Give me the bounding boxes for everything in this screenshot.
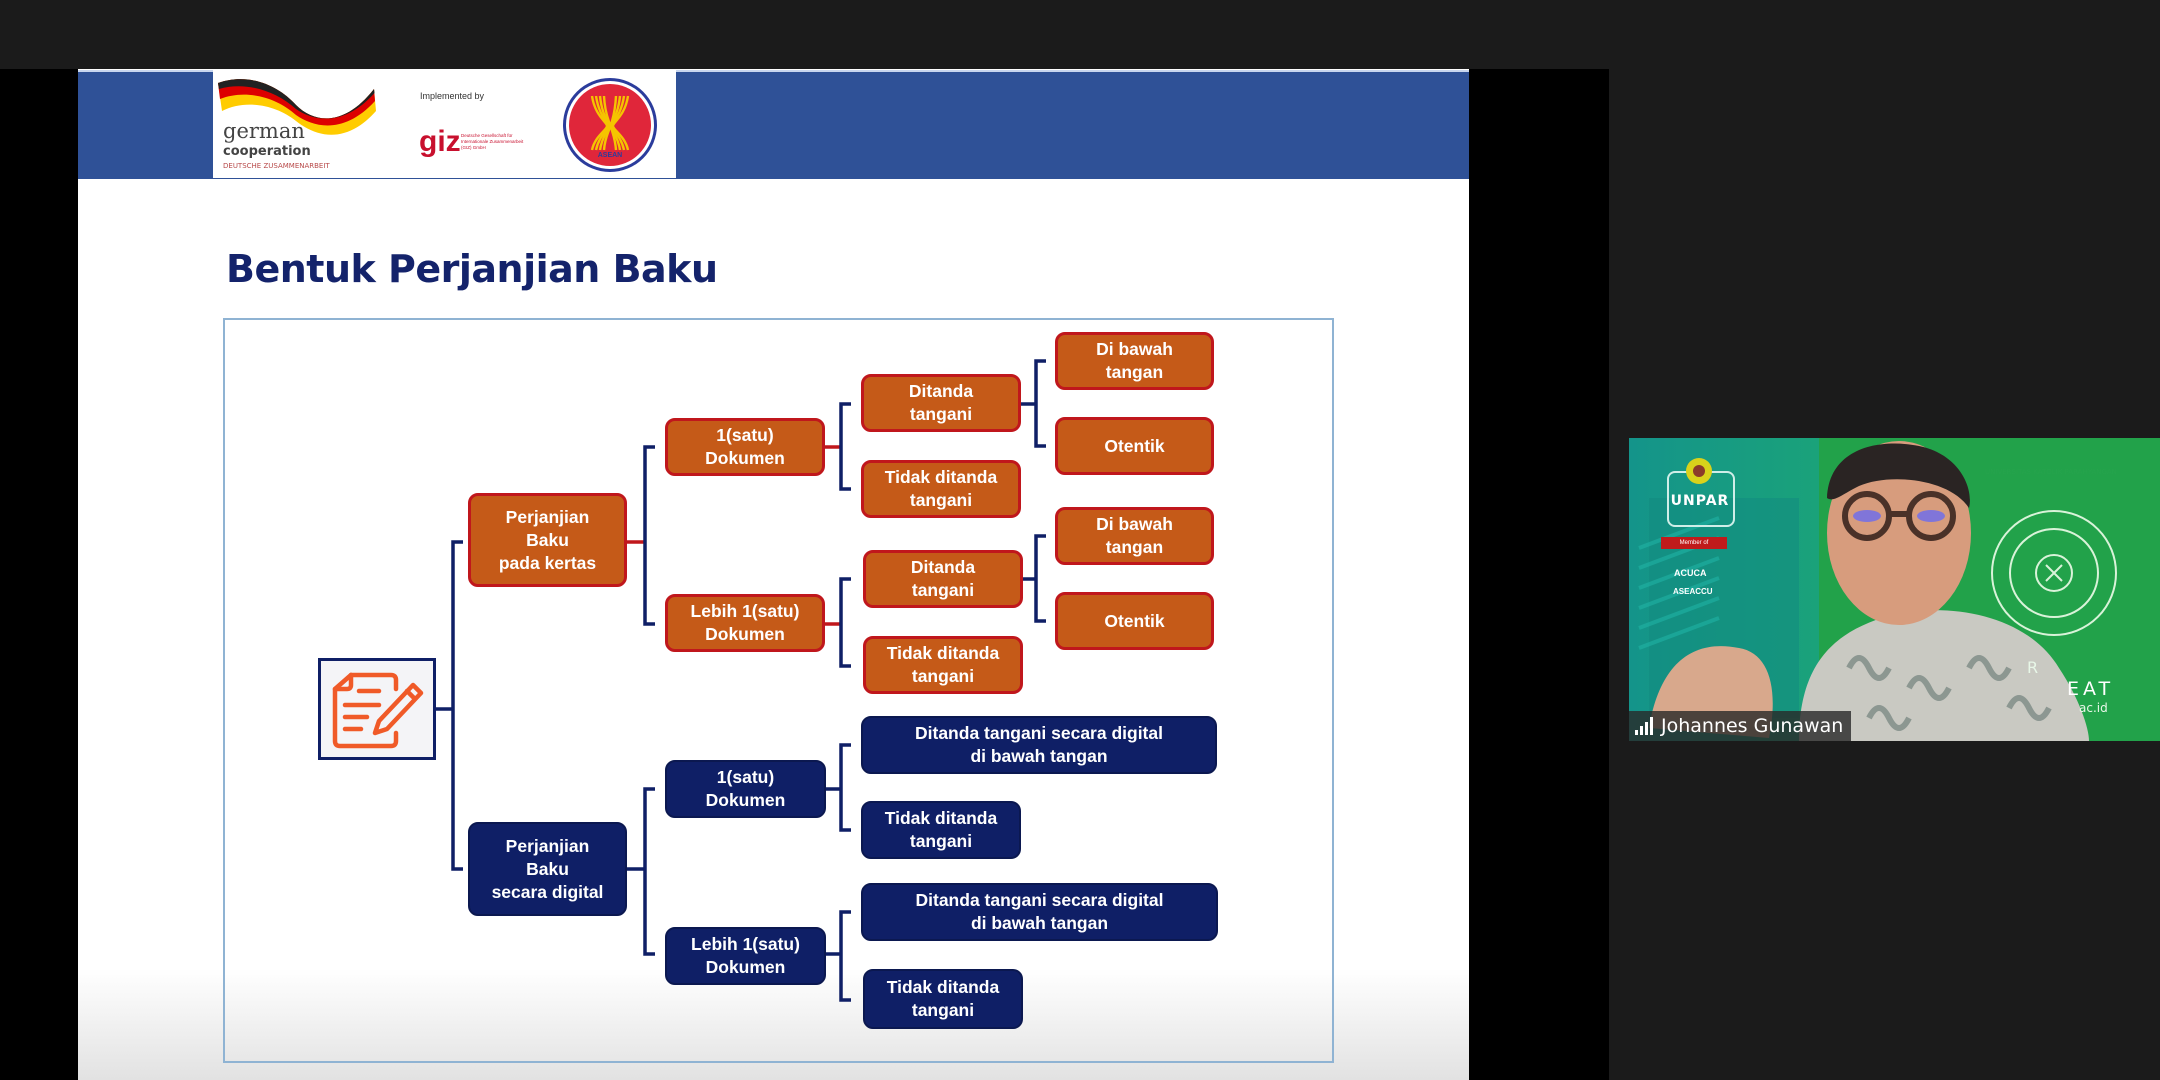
node-paper-multi-signed: Ditanda tangani — [863, 550, 1023, 608]
node-digital-multi-document: Lebih 1(satu) Dokumen — [665, 927, 826, 985]
german-cooperation-line2: cooperation — [223, 144, 311, 159]
node-paper-one-document: 1(satu) Dokumen — [665, 418, 825, 476]
diagram-frame — [223, 318, 1334, 1063]
seal-text: UNIVERSITAS KATOLIK PARAHYANGAN — [1981, 468, 2121, 476]
node-digital-one-unsigned: Tidak ditanda tangani — [861, 801, 1021, 859]
implemented-by-label: Implemented by — [420, 91, 485, 101]
asean-label: ASEAN — [597, 152, 623, 159]
german-cooperation-line1: german — [223, 119, 305, 143]
node-paper-standard-contract: Perjanjian Baku pada kertas — [468, 493, 627, 587]
video-feed — [1629, 438, 2160, 741]
node-paper-multi-under-hand: Di bawah tangan — [1055, 507, 1214, 565]
giz-logo-subtext: Deutsche Gesellschaft für Internationale… — [461, 133, 524, 150]
background-text-fragment-3: ac.id — [2079, 701, 2108, 715]
unpar-logo-text: UNPAR — [1670, 493, 1730, 509]
affiliation-aseaccu: ASEACCU — [1673, 587, 1713, 596]
node-paper-multi-unsigned: Tidak ditanda tangani — [863, 636, 1023, 694]
node-digital-one-document: 1(satu) Dokumen — [665, 760, 826, 818]
root-document-node — [318, 658, 436, 760]
node-digital-one-signed: Ditanda tangani secara digital di bawah … — [861, 716, 1217, 774]
member-of-badge: Member of — [1661, 537, 1727, 549]
unpar-crest-icon — [1686, 458, 1712, 484]
tree-diagram: Perjanjian Baku pada kertas Perjanjian B… — [78, 69, 1469, 1080]
node-paper-multi-authentic: Otentik — [1055, 592, 1214, 650]
giz-logo: giz — [419, 125, 461, 158]
node-digital-multi-unsigned: Tidak ditanda tangani — [863, 969, 1023, 1029]
presentation-slide: german cooperation DEUTSCHE ZUSAMMENARBE… — [78, 69, 1469, 1080]
background-text-fragment-2: EAT — [2067, 678, 2115, 700]
node-paper-one-unsigned: Tidak ditanda tangani — [861, 460, 1021, 518]
german-cooperation-line3: DEUTSCHE ZUSAMMENARBEIT — [223, 162, 330, 170]
background-text-fragment-1: R — [2027, 658, 2042, 677]
diagram-connectors — [436, 359, 1046, 1002]
affiliation-acuca: ACUCA — [1674, 568, 1707, 578]
node-paper-one-under-hand: Di bawah tangan — [1055, 332, 1214, 390]
asean-emblem-icon — [563, 78, 657, 172]
document-edit-icon — [332, 672, 424, 749]
participant-name: Johannes Gunawan — [1661, 715, 1844, 737]
node-paper-one-authentic: Otentik — [1055, 417, 1214, 475]
participant-video-tile[interactable]: UNPAR Member of ACUCA ASEACCU R EAT ac.i… — [1629, 438, 2160, 741]
node-digital-standard-contract: Perjanjian Baku secara digital — [468, 822, 627, 916]
slide-title: Bentuk Perjanjian Baku — [226, 247, 718, 291]
signal-bars-icon — [1635, 717, 1653, 735]
node-paper-one-signed: Ditanda tangani — [861, 374, 1021, 432]
german-flag-wave-icon — [218, 79, 376, 135]
top-toolbar — [0, 0, 2160, 69]
node-paper-multi-document: Lebih 1(satu) Dokumen — [665, 594, 825, 652]
sponsor-logos: german cooperation DEUTSCHE ZUSAMMENARBE… — [213, 69, 676, 178]
participant-name-label: Johannes Gunawan — [1629, 711, 1852, 741]
node-digital-multi-signed: Ditanda tangani secara digital di bawah … — [861, 883, 1218, 941]
